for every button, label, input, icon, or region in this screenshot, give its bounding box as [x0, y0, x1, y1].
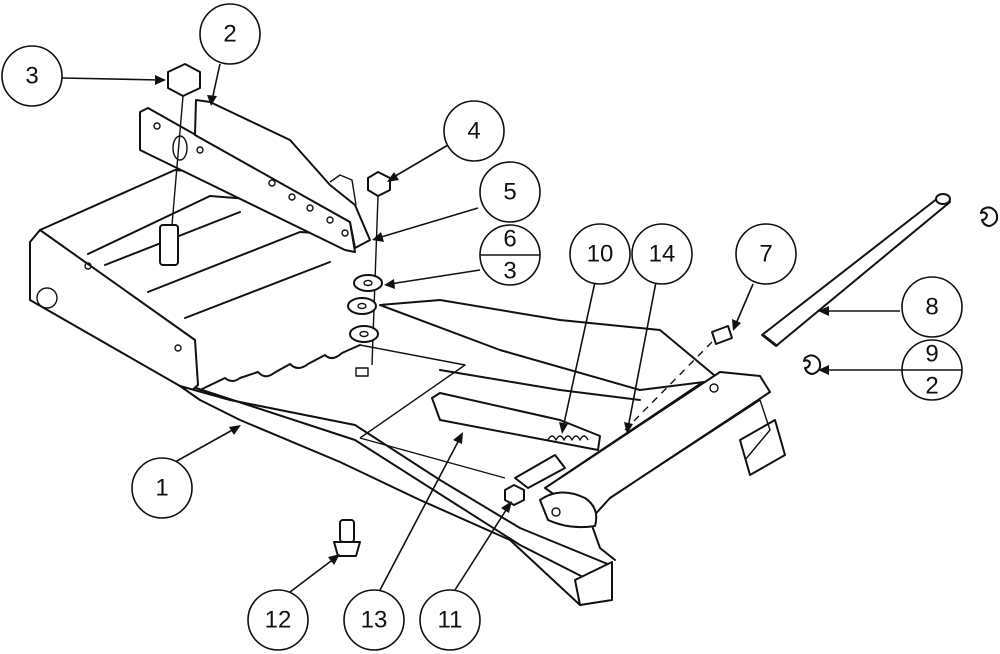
callout-13-label: 13	[361, 607, 388, 634]
callout-2-label: 2	[223, 21, 236, 48]
callout-5-label: 5	[503, 179, 516, 206]
callout-4-label: 4	[467, 118, 480, 145]
callout-1-label: 1	[155, 475, 168, 502]
callout-3-label: 3	[25, 63, 38, 90]
callout-7-label: 7	[759, 241, 772, 268]
upper-plate-drawing	[139, 99, 371, 253]
callout-11: 11	[419, 589, 481, 651]
callout-9-2-top: 9	[925, 341, 938, 368]
callout-13: 13	[343, 589, 405, 651]
main-frame-drawing	[29, 169, 786, 606]
callout-9-2: 9 2	[901, 339, 963, 401]
callout-3: 3	[1, 45, 63, 107]
callout-6-3-bottom: 3	[503, 258, 516, 285]
callout-9-2-bottom: 2	[925, 373, 938, 400]
callout-8: 8	[901, 276, 963, 338]
callout-12: 12	[247, 589, 309, 651]
callout-6-3-top: 6	[503, 226, 516, 253]
callout-5: 5	[479, 161, 541, 223]
callout-10: 10	[569, 223, 631, 285]
callout-10-label: 10	[587, 241, 614, 268]
callout-1: 1	[131, 457, 193, 519]
callout-8-label: 8	[925, 294, 938, 321]
callout-7: 7	[735, 223, 797, 285]
callout-6-3: 6 3	[479, 224, 541, 286]
callout-14-label: 14	[649, 241, 676, 268]
hardware-drawing	[159, 63, 999, 557]
callout-12-label: 12	[265, 607, 292, 634]
callout-2: 2	[199, 3, 261, 65]
leader-lines	[61, 63, 902, 593]
callout-11-label: 11	[438, 607, 463, 634]
callout-14: 14	[631, 223, 693, 285]
callout-4: 4	[443, 100, 505, 162]
